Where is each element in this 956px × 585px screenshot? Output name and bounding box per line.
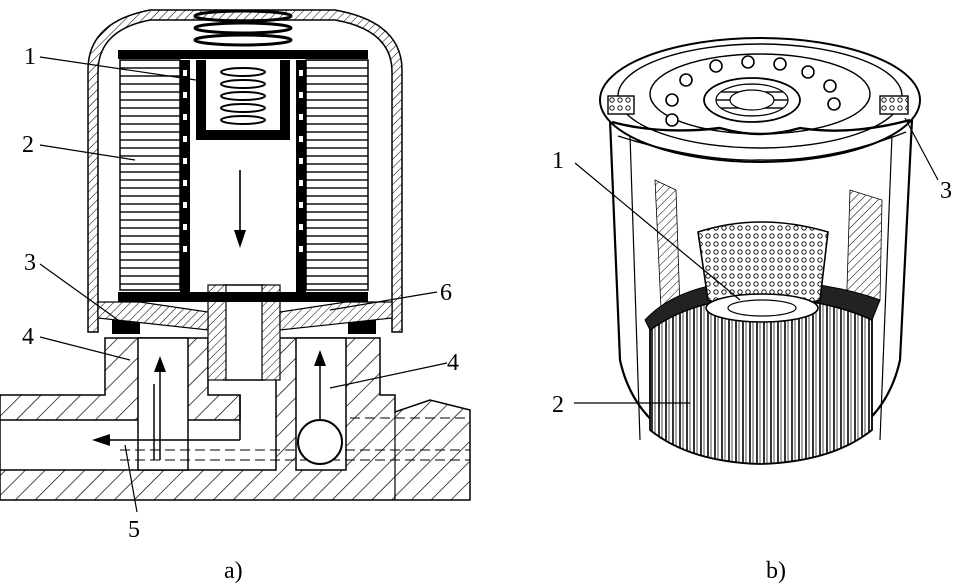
callout-a-6: 6: [440, 280, 452, 306]
ball-valve: [297, 419, 343, 465]
caption-a: a): [224, 558, 243, 584]
callout-a-2: 2: [22, 132, 34, 158]
inlet-holes: [665, 55, 841, 127]
seal-ring-right: [348, 320, 376, 334]
callout-b-3: 3: [940, 178, 952, 204]
seal-ring-left: [112, 320, 140, 334]
filter-pack-right: [305, 59, 369, 291]
seal-gasket-right: [879, 95, 909, 115]
inlet-passage-left: [137, 337, 189, 471]
seal-gasket-left: [607, 95, 635, 115]
cutaway-view-b: 1 2 3 b): [552, 37, 952, 584]
callout-a-5: 5: [128, 517, 140, 543]
top-spring: [193, 9, 293, 47]
filter-pack-left: [119, 59, 181, 291]
section-view-a: 1 2 3 4 4 5 6 a): [0, 9, 471, 584]
canister-shell: [87, 9, 403, 333]
callout-b-1: 1: [552, 148, 564, 174]
caption-b: b): [766, 558, 786, 584]
callout-a-1: 1: [24, 44, 36, 70]
callout-b-2: 2: [552, 392, 564, 418]
bypass-valve: [196, 60, 290, 140]
callout-a-3: 3: [24, 250, 36, 276]
callout-a-4-right: 4: [447, 350, 459, 376]
anti-drain-valve: [97, 301, 393, 331]
callout-a-4-left: 4: [22, 324, 34, 350]
